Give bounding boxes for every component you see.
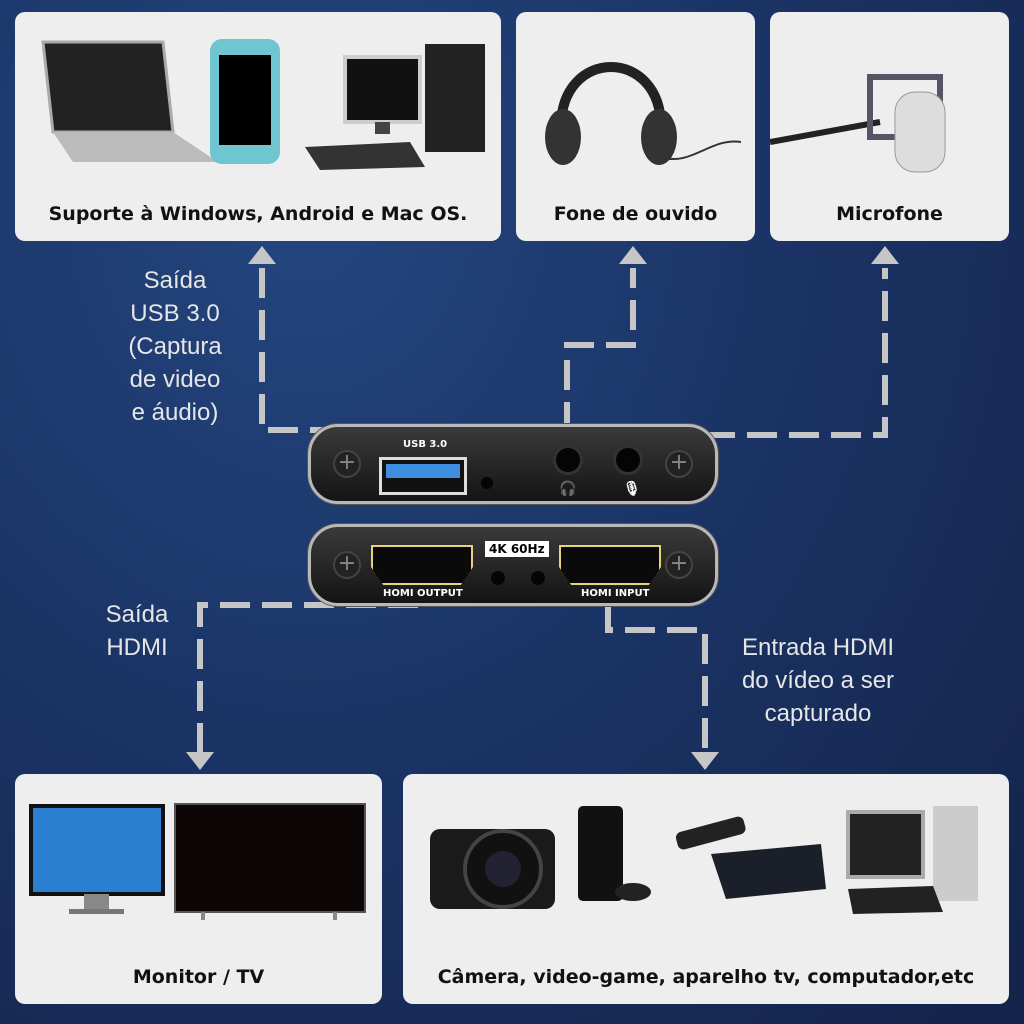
desktop-computer-icon [846,806,978,914]
caption-line: (Captura [128,333,222,360]
arrow-down-icon [691,752,719,770]
caption-line: Saída [143,267,207,294]
card-label: Monitor / TV [132,966,265,988]
arrow-down-icon [186,752,214,770]
caption-hdmi-output: Saída HDMI [87,598,187,664]
arrow-up-icon [619,246,647,264]
card-headphones: Fone de ouvido [516,12,755,241]
headphone-line [564,268,636,432]
microphone-icon: 🎙 [623,481,641,497]
laptop-icon [41,40,218,162]
led-indicator [481,477,493,489]
screw-icon: + [333,551,361,579]
capture-device-usb-side: + USB 3.0 🎧 🎙 + [308,424,718,504]
card-label: Suporte à Windows, Android e Mac OS. [48,203,468,225]
card-computers: Suporte à Windows, Android e Mac OS. [15,12,501,241]
screw-icon: + [333,450,361,478]
button-hole [531,571,545,585]
tv-icon [174,803,366,920]
caption-hdmi-input: Entrada HDMI do vídeo a ser capturado [718,631,918,730]
caption-line: HDMI [106,634,168,661]
desktop-computer-icon [305,44,485,170]
card-label: Microfone [836,203,943,225]
caption-line: Entrada HDMI [741,634,895,661]
caption-usb-output: Saída USB 3.0 (Captura de video e áudio) [105,264,245,429]
headphone-jack [553,445,583,475]
card-microphone: Microfone [770,12,1009,241]
screw-icon: + [665,551,693,579]
usb-port [379,457,467,495]
caption-line: Saída [105,601,169,628]
camera-icon [430,829,555,909]
headphones-icon [545,62,741,165]
tv-box-icon [675,816,826,899]
hdmi-input-port [559,545,661,585]
capture-device-hdmi-side: + HOMI OUTPUT 4K 60Hz HOMI INPUT + [308,524,718,606]
caption-line: capturado [764,700,872,727]
card-sources: Câmera, video-game, aparelho tv, computa… [403,774,1009,1004]
headphone-icon: 🎧 [559,481,577,497]
mic-line [705,268,888,438]
game-console-icon [578,806,651,901]
caption-line: e áudio) [131,399,219,426]
resolution-badge: 4K 60Hz [485,541,549,557]
hdmi-output-label: HOMI OUTPUT [383,588,463,599]
phone-icon [210,39,280,164]
caption-line: USB 3.0 [130,300,220,327]
screw-icon: + [665,450,693,478]
usb-label: USB 3.0 [403,439,448,450]
hdmi-in-line [605,605,708,752]
microphone-jack [613,445,643,475]
microphone-icon [770,74,946,173]
monitor-icon [29,804,165,914]
arrow-up-icon [248,246,276,264]
hdmi-input-label: HOMI INPUT [581,588,650,599]
caption-line: do vídeo a ser [741,667,895,694]
card-label: Fone de ouvido [553,203,718,225]
card-monitor: Monitor / TV [15,774,382,1004]
hdmi-output-port [371,545,473,585]
hdmi-out-line [197,602,418,752]
button-hole [491,571,505,585]
card-label: Câmera, video-game, aparelho tv, computa… [437,966,975,988]
usb-line [259,268,335,433]
arrow-up-icon [871,246,899,264]
caption-line: de video [129,366,221,393]
